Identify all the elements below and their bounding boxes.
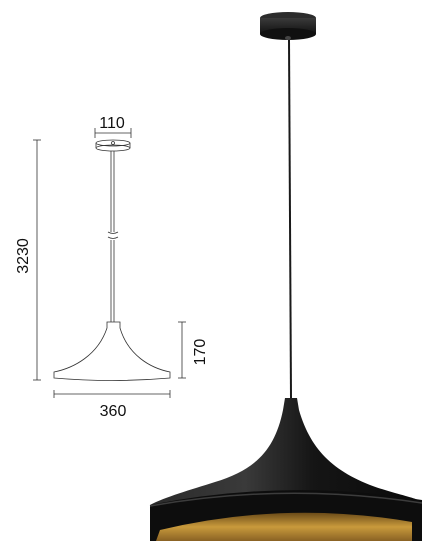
drawing-shade	[53, 321, 171, 381]
drawing-canopy	[95, 139, 131, 152]
technical-drawing	[33, 128, 186, 398]
total-height-label: 3230	[15, 238, 32, 274]
shade-diameter-label: 360	[100, 403, 127, 420]
pendant-lamp	[149, 12, 422, 541]
lamp-canopy	[260, 12, 316, 40]
canopy-width-label: 110	[99, 115, 125, 132]
drawing-cable	[107, 151, 119, 322]
lamp-cord	[288, 39, 292, 399]
shade-height-label: 170	[192, 339, 209, 366]
lamp-interior	[156, 512, 412, 541]
